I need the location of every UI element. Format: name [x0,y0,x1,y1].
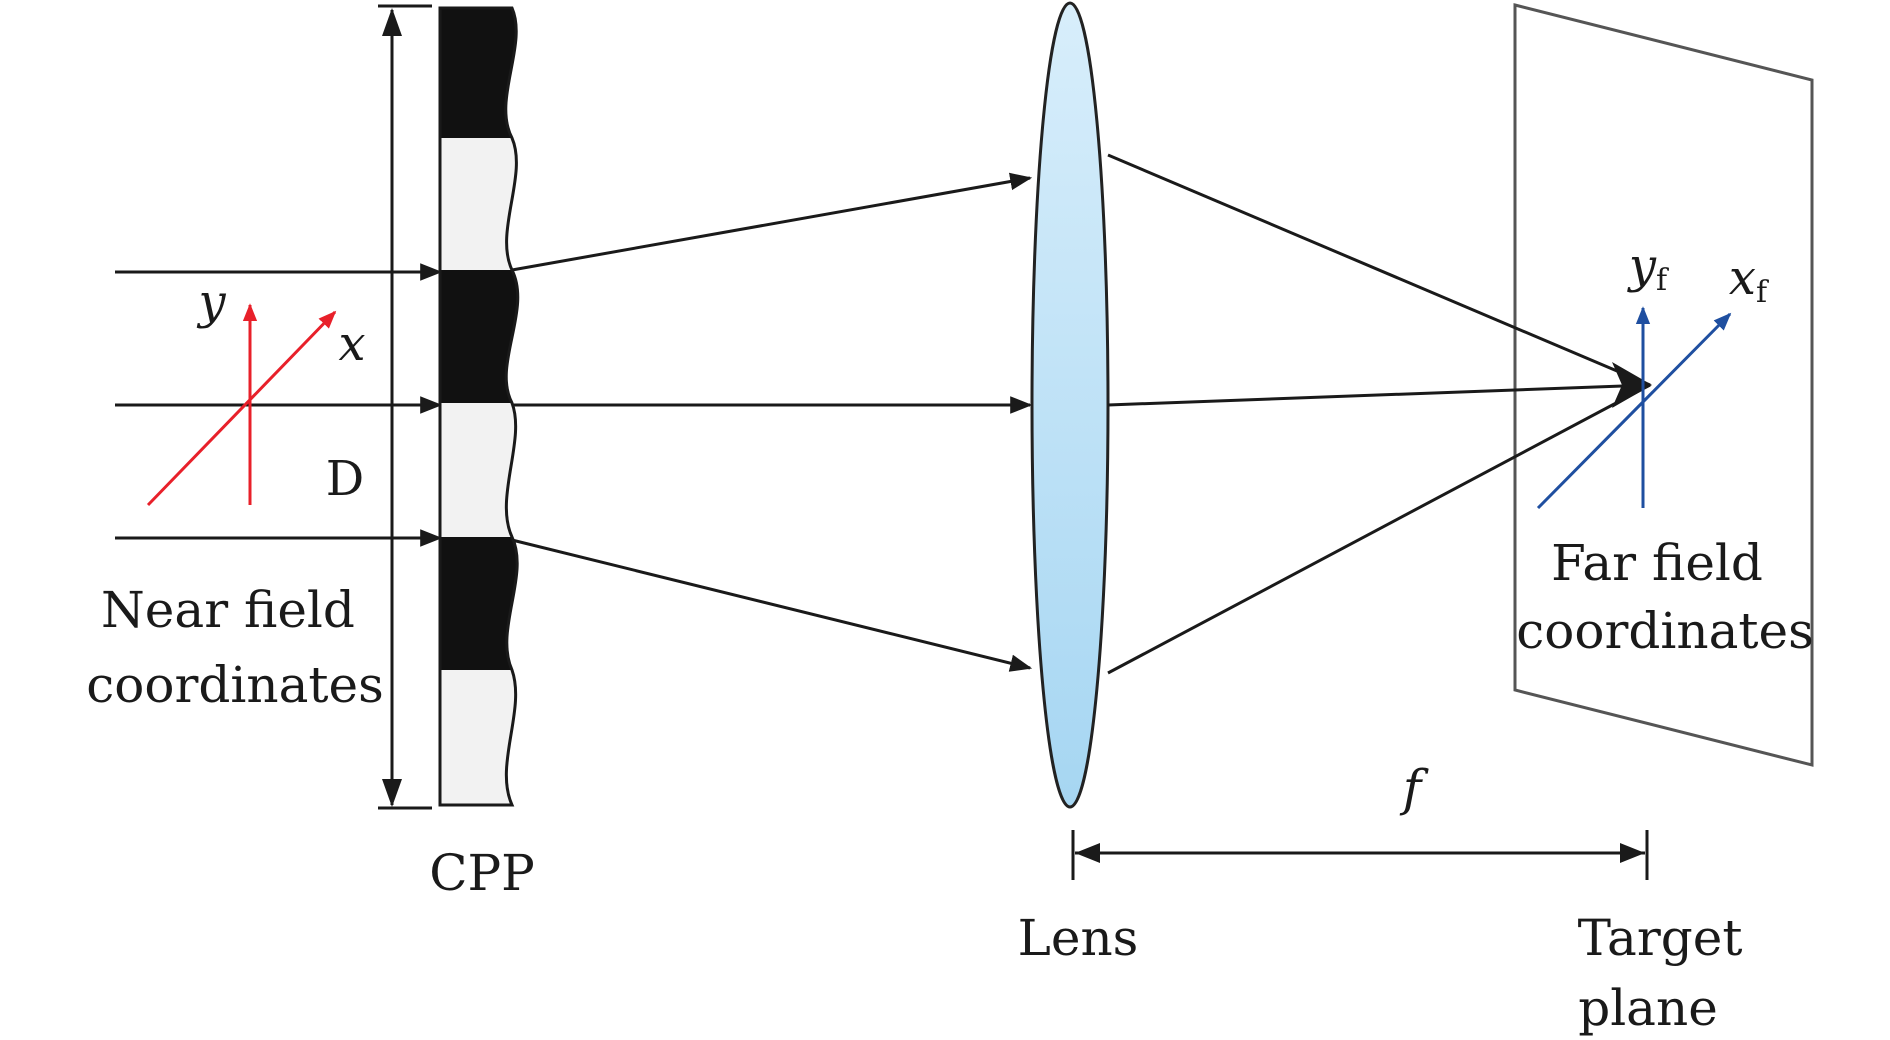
focal-length-label: f [1399,759,1429,817]
cpp-segment-2 [440,138,517,270]
cpp-segment-3 [440,270,518,403]
target-plane-shape [1513,3,1814,767]
near-field-label-line1: Near field [101,581,355,639]
ray-lens-to-focus-middle [1107,383,1651,407]
diameter-label: D [326,451,364,507]
diameter-arrow-top [382,8,402,36]
near-field-axes [146,303,337,507]
near-x-axis [146,310,337,507]
focus-arrowhead [1612,362,1652,408]
lens-label: Lens [1018,909,1139,967]
far-x-label: xf [1729,250,1769,310]
ray-lens-to-focus-bottom [1107,383,1651,675]
diameter-arrow-bottom [382,779,402,807]
far-field-axes [1536,306,1732,510]
cpp-segment-4 [440,403,516,537]
cpp-segment-5 [440,537,518,670]
focal-arrow-left [1075,843,1100,863]
near-y-label: y [196,274,226,330]
near-field-label-line2: coordinates [86,656,383,714]
cpp-segment-1 [440,8,517,138]
target-plane-label-line2: plane [1578,979,1718,1037]
cpp-plate [438,6,520,807]
far-field-label-line1: Far field [1551,534,1763,592]
focal-arrow-right [1620,843,1645,863]
lens-shape [1030,1,1110,809]
cpp-segment-6 [440,670,516,805]
cpp-outline [438,6,520,807]
focal-length-dimension [1071,830,1649,880]
ray-cpp-to-lens-bottom [511,538,1033,672]
far-y-subscript: f [1656,263,1669,298]
far-field-label-line2: coordinates [1516,602,1813,660]
cpp-label: CPP [429,844,535,902]
target-plane-label-line1: Target [1578,909,1743,967]
far-y-main: y [1627,238,1657,294]
far-y-label: yf [1627,238,1669,298]
far-x-main: x [1729,250,1756,306]
far-x-subscript: f [1756,275,1769,310]
ray-lens-to-focus-top [1107,153,1651,387]
near-x-label: x [338,316,365,372]
ray-cpp-to-lens-top [511,172,1033,272]
far-x-axis [1536,312,1732,510]
